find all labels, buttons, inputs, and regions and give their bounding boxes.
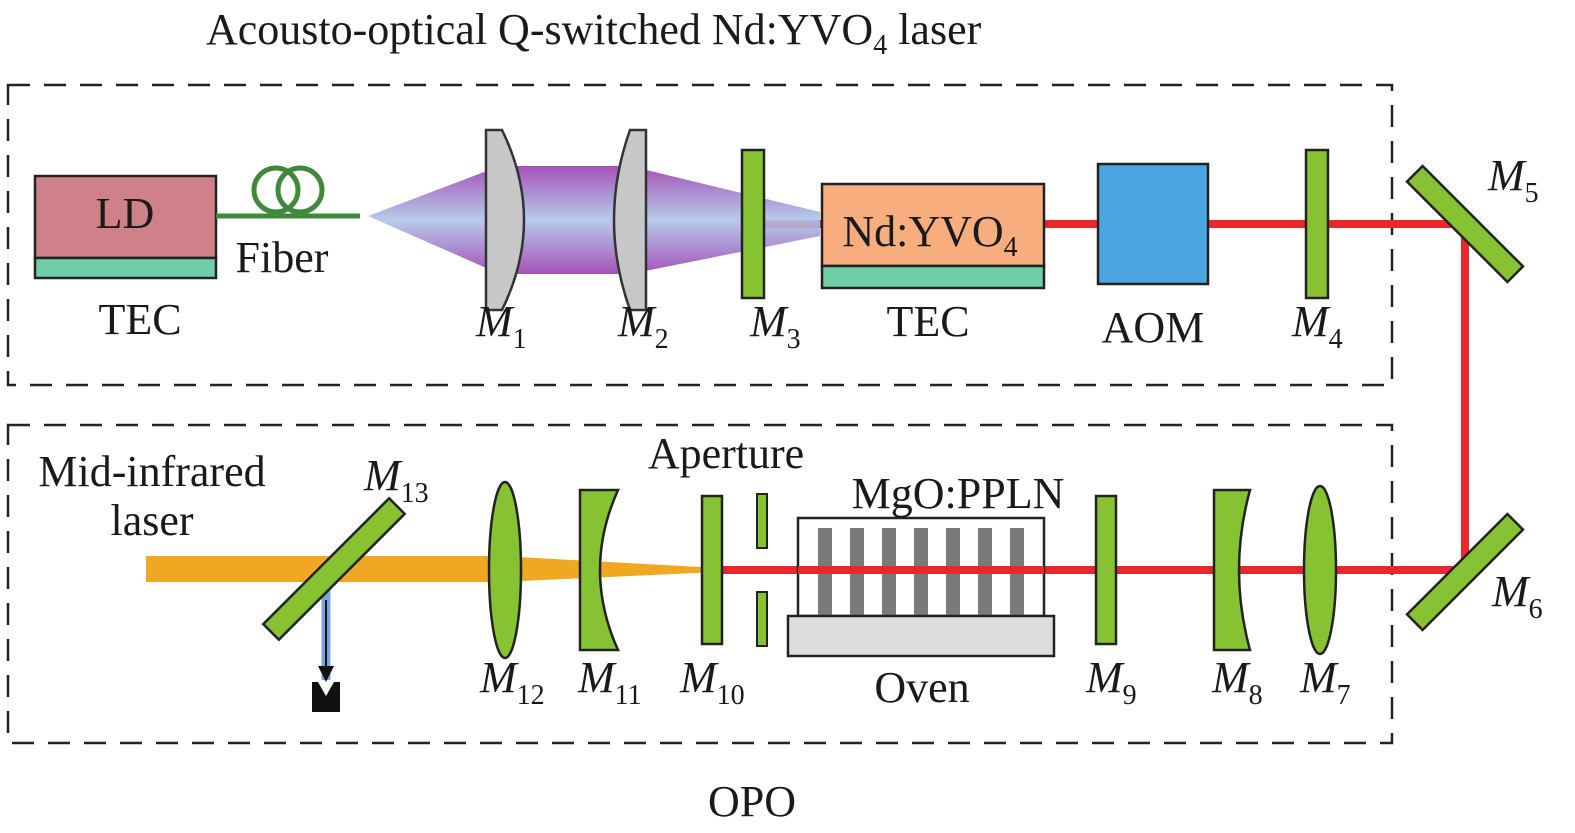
opo-enclosure: [6, 423, 1394, 745]
label-m6: M6: [1491, 567, 1543, 625]
label-m11: M11: [577, 653, 642, 711]
label-m3: M3: [749, 297, 801, 355]
label-m8: M8: [1211, 653, 1263, 711]
aperture-top: [756, 493, 768, 549]
label-m4: M4: [1291, 297, 1343, 355]
diagram-title: Acousto-optical Q-switched Nd:YVO4 laser: [206, 5, 982, 61]
ld-label: LD: [96, 189, 155, 238]
fiber-label: Fiber: [236, 233, 329, 282]
oven: [786, 614, 1056, 658]
label-m12: M12: [479, 653, 545, 711]
lens-m7: [1302, 484, 1338, 656]
label-m5: M5: [1487, 151, 1539, 209]
label-m10: M10: [679, 653, 745, 711]
lens-m2: [612, 128, 648, 312]
pump-beam: [368, 166, 820, 274]
ld-tec-label: TEC: [98, 295, 181, 344]
output-label-line1: Mid-infrared: [38, 447, 265, 496]
mirror-m10: [700, 494, 724, 646]
laser-enclosure: [6, 83, 1394, 387]
ppln-label: MgO:PPLN: [852, 469, 1065, 518]
crystal-tec-label: TEC: [886, 297, 969, 346]
oven-label: Oven: [874, 663, 969, 712]
crystal-label: Nd:YVO4: [842, 207, 1017, 263]
idler-beam: [146, 556, 718, 582]
output-label-line2: laser: [110, 496, 193, 545]
label-m9: M9: [1085, 653, 1137, 711]
fiber-coil: [216, 165, 360, 219]
label-m1: M1: [475, 297, 527, 355]
aom-label: AOM: [1102, 303, 1205, 352]
crystal-ndyvo4: [820, 182, 1046, 268]
crystal-tec: [820, 264, 1046, 290]
mirror-m11: [578, 488, 620, 652]
label-m2: M2: [617, 297, 669, 355]
aperture-bottom: [756, 591, 768, 647]
opo-label: OPO: [708, 777, 796, 826]
mirror-m5: [1405, 164, 1525, 284]
lens-m12: [487, 480, 523, 660]
label-m7: M7: [1299, 653, 1351, 711]
mirror-m13: [261, 496, 407, 642]
aom: [1096, 162, 1210, 286]
mirror-m4: [1304, 148, 1330, 300]
mirror-m6: [1405, 512, 1525, 632]
mirror-m3: [740, 148, 766, 300]
beam-dump: [312, 682, 340, 712]
mirror-m8: [1212, 488, 1252, 652]
label-m13: M13: [363, 451, 429, 509]
ld-tec: [33, 256, 218, 280]
aperture-label: Aperture: [648, 429, 804, 478]
lens-m1: [484, 128, 526, 312]
mirror-m9: [1094, 494, 1118, 646]
